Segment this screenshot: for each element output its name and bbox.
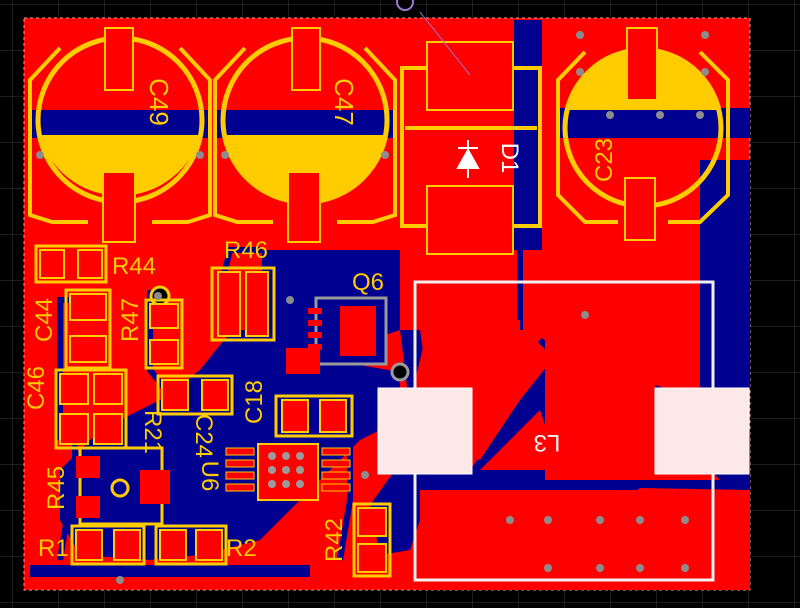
label-c44: C44 <box>31 298 58 342</box>
label-r44: R44 <box>112 253 156 280</box>
resistor-r2[interactable]: R2 <box>154 524 257 566</box>
ic-u6[interactable]: U6 <box>196 443 351 501</box>
label-d1: D1 <box>496 143 523 174</box>
label-c46: C46 <box>23 366 50 410</box>
label-c23: C23 <box>591 138 618 182</box>
capacitor-c18[interactable]: C18 <box>241 380 354 438</box>
label-q6: Q6 <box>352 269 384 296</box>
resistor-r1[interactable]: R1 <box>38 524 146 566</box>
label-c47: C47 <box>329 78 359 126</box>
label-l3: L3 <box>534 429 561 456</box>
resistor-r46[interactable]: R46 <box>210 237 276 342</box>
label-c49: C49 <box>144 78 174 126</box>
label-r47: R47 <box>117 298 144 342</box>
label-c18: C18 <box>241 380 268 424</box>
resistor-r44[interactable]: R44 <box>34 244 156 284</box>
via-large <box>390 362 410 382</box>
capacitor-c47[interactable]: C47 <box>213 27 397 243</box>
label-r46: R46 <box>224 237 268 264</box>
capacitor-c23[interactable]: C23 <box>556 27 730 241</box>
transistor-q6[interactable]: Q6 <box>286 269 388 374</box>
l3-pad-right <box>654 387 750 475</box>
label-c24: C24 <box>190 414 217 458</box>
label-r42: R42 <box>321 518 348 562</box>
label-r1: R1 <box>38 535 69 562</box>
l3-pad-left <box>377 387 473 475</box>
label-r45: R45 <box>43 466 70 510</box>
capacitor-c44[interactable]: C44 <box>31 288 112 370</box>
label-r2: R2 <box>226 535 257 562</box>
inductor-l3[interactable]: L3 <box>377 280 750 582</box>
vias <box>36 31 709 584</box>
capacitor-c24[interactable]: C24 <box>156 374 234 458</box>
capacitor-c49[interactable]: C49 <box>28 27 212 243</box>
top-copper-shapes <box>410 245 750 590</box>
label-u6: U6 <box>196 461 223 492</box>
board-outline <box>23 17 751 591</box>
resistor-r47[interactable]: R47 <box>117 285 184 370</box>
ratsnest-line <box>419 11 471 76</box>
ic-small[interactable] <box>76 446 170 526</box>
diode-d1[interactable]: D1 <box>400 41 542 255</box>
cursor-marker <box>396 0 414 11</box>
resistor-r42[interactable]: R42 <box>321 502 392 578</box>
